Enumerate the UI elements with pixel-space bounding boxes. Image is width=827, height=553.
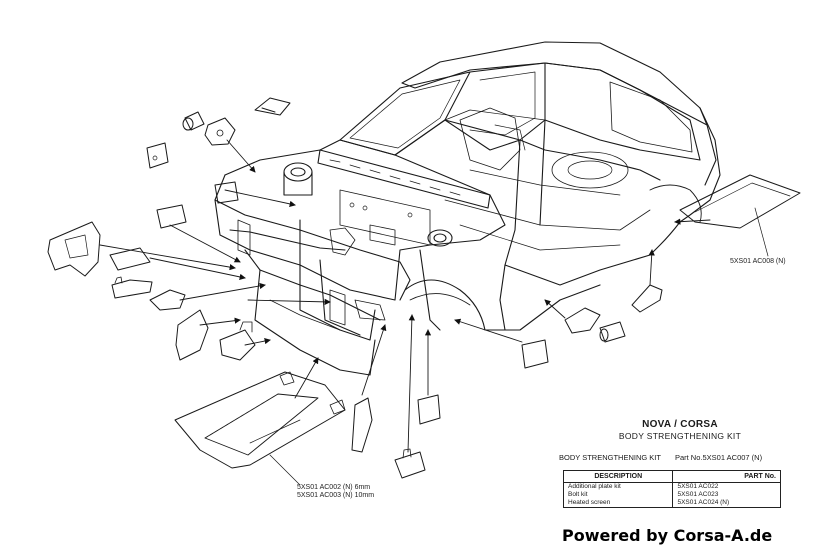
callout-floor-plate-10mm: 5XS01 AC003 (N) 10mm bbox=[297, 492, 375, 499]
plate-part bbox=[146, 142, 169, 169]
parts-table: DESCRIPTION PART No. Additional plate ki… bbox=[563, 470, 781, 508]
rear-plate bbox=[679, 174, 801, 229]
row-description: Additional plate kit bbox=[568, 483, 621, 490]
spacer-tube bbox=[184, 111, 205, 131]
large-plate bbox=[47, 221, 101, 277]
kit-heading: BODY STRENGTHENING KIT bbox=[559, 453, 661, 462]
plate-part bbox=[175, 309, 209, 361]
table-row: Heated screen 5XS01 AC024 (N) bbox=[564, 499, 781, 508]
mount-bracket bbox=[204, 117, 236, 146]
car-body-shell bbox=[214, 41, 721, 376]
parts-table-header: DESCRIPTION PART No. bbox=[563, 470, 781, 483]
kit-line: BODY STRENGTHENING KIT Part No.5XS01 AC00… bbox=[559, 453, 776, 462]
bracket-part bbox=[254, 97, 291, 116]
loose-parts bbox=[47, 97, 801, 479]
row-part-no: 5XS01 AC023 bbox=[672, 491, 781, 499]
row-part-no: 5XS01 AC022 bbox=[672, 482, 781, 491]
diagram-subtitle: BODY STRENGTHENING KIT bbox=[618, 431, 742, 441]
bracket-part bbox=[564, 307, 601, 334]
plate-part bbox=[521, 339, 549, 369]
plate-part bbox=[156, 204, 187, 229]
bracket-part bbox=[417, 394, 441, 425]
bracket-part bbox=[631, 284, 663, 313]
strut-bar bbox=[351, 397, 373, 453]
bolt-part bbox=[111, 279, 153, 299]
plate-part bbox=[214, 181, 239, 204]
callout-rear-plate: 5XS01 AC008 (N) bbox=[730, 258, 786, 265]
callout-floor-plate-6mm: 5XS01 AC002 (N) 6mm bbox=[297, 484, 371, 491]
credit-text: Powered by Corsa-A.de bbox=[562, 526, 773, 545]
spacer-tube-end bbox=[182, 117, 194, 131]
spacer-tube bbox=[599, 321, 626, 343]
leader-lines bbox=[99, 139, 711, 453]
header-description: DESCRIPTION bbox=[563, 470, 673, 483]
bracket-part bbox=[109, 247, 151, 271]
kit-part-number: Part No.5XS01 AC007 (N) bbox=[674, 453, 763, 462]
row-part-no: 5XS01 AC024 (N) bbox=[672, 499, 781, 508]
diagram-title: NOVA / CORSA bbox=[642, 419, 718, 430]
table-row: Additional plate kit 5XS01 AC022 bbox=[564, 482, 781, 491]
header-part-no: PART No. bbox=[672, 470, 781, 483]
row-description: Heated screen bbox=[568, 499, 611, 506]
diagram-title-block: NOVA / CORSA BODY STRENGTHENING KIT bbox=[560, 419, 800, 441]
floor-plate bbox=[174, 371, 346, 469]
bracket-part bbox=[149, 289, 186, 311]
table-row: Bolt kit 5XS01 AC023 bbox=[564, 491, 781, 499]
bracket-part bbox=[219, 329, 256, 361]
bolt-part bbox=[394, 451, 426, 479]
row-description: Bolt kit bbox=[568, 491, 588, 498]
